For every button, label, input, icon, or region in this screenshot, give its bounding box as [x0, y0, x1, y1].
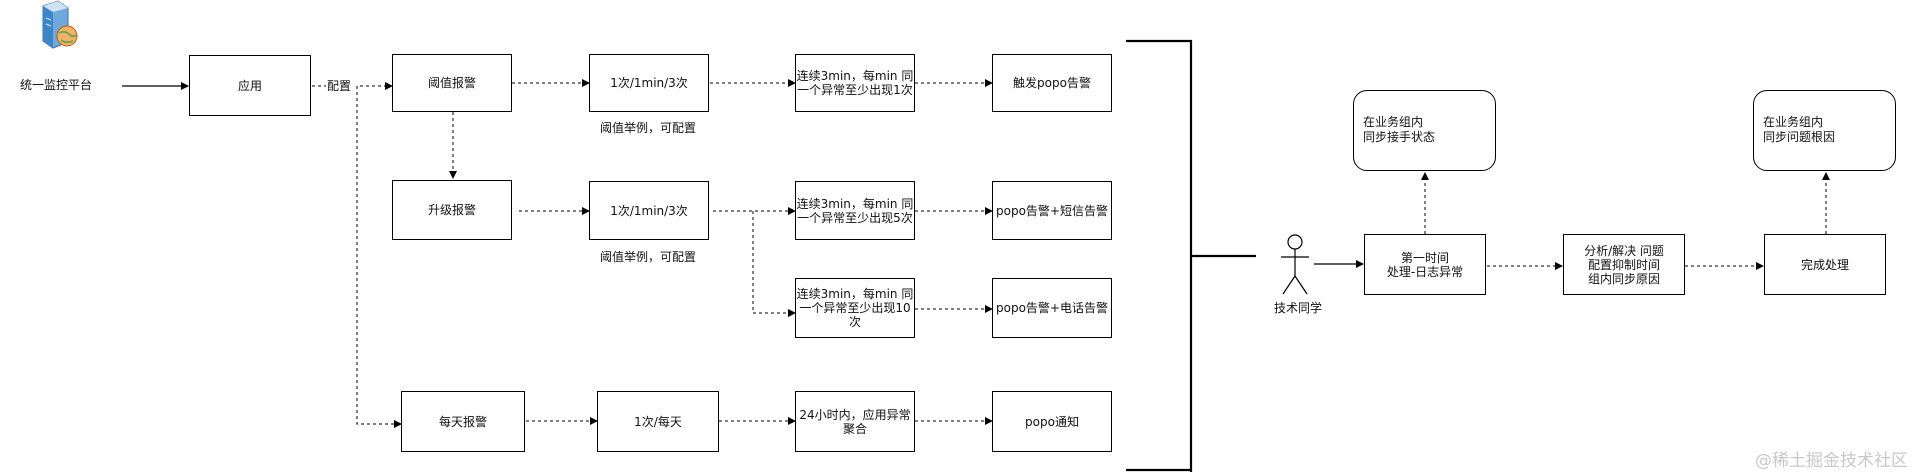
upgrade-sms-condition-node: 连续3min，每min 同 一个异常至少出现5次 [795, 181, 915, 240]
platform-label: 统一监控平台 [20, 78, 93, 92]
sync-state-node: 在业务组内 同步接手状态 [1353, 90, 1496, 171]
watermark: @稀土掘金技术社区 [1755, 451, 1908, 471]
upgrade-alert-node: 升级报警 [392, 180, 512, 240]
server-globe-icon [42, 0, 78, 49]
upgrade-rate-node: 1次/1min/3次 [589, 181, 709, 240]
edge-config-daily [356, 86, 402, 428]
sync-cause-node: 在业务组内 同步问题根因 [1753, 90, 1896, 171]
threshold-note: 阈值举例，可配置 [600, 121, 697, 135]
upgrade-phone-action-node: popo告警+电话告警 [992, 278, 1112, 338]
daily-rate-node: 1次/每天 [597, 391, 719, 452]
actor-label: 技术同学 [1274, 301, 1323, 315]
first-response-node: 第一时间 处理-日志异常 [1364, 234, 1486, 295]
edge-upgrade-rate-cond-phone [752, 211, 796, 317]
threshold-action-node: 触发popo告警 [992, 54, 1112, 112]
threshold-alert-node: 阈值报警 [392, 54, 512, 112]
actor-stick-figure [1281, 234, 1309, 295]
daily-alert-node: 每天报警 [401, 391, 525, 452]
app-node: 应用 [189, 55, 311, 116]
upgrade-phone-condition-node: 连续3min，每min 同 一个异常至少出现10 次 [795, 278, 915, 338]
upgrade-sms-action-node: popo告警+短信告警 [992, 181, 1112, 240]
config-label: 配置 [327, 79, 352, 93]
analyze-node: 分析/解决 问题 配置抑制时间 组内同步原因 [1563, 234, 1685, 295]
daily-condition-node: 24小时内，应用异常 聚合 [795, 391, 915, 452]
upgrade-note: 阈值举例，可配置 [600, 250, 697, 264]
threshold-condition-node: 连续3min，每min 同 一个异常至少出现1次 [795, 54, 915, 112]
threshold-rate-node: 1次/1min/3次 [589, 54, 709, 112]
done-node: 完成处理 [1764, 234, 1886, 295]
daily-action-node: popo通知 [992, 391, 1112, 452]
bracket [1126, 39, 1256, 472]
